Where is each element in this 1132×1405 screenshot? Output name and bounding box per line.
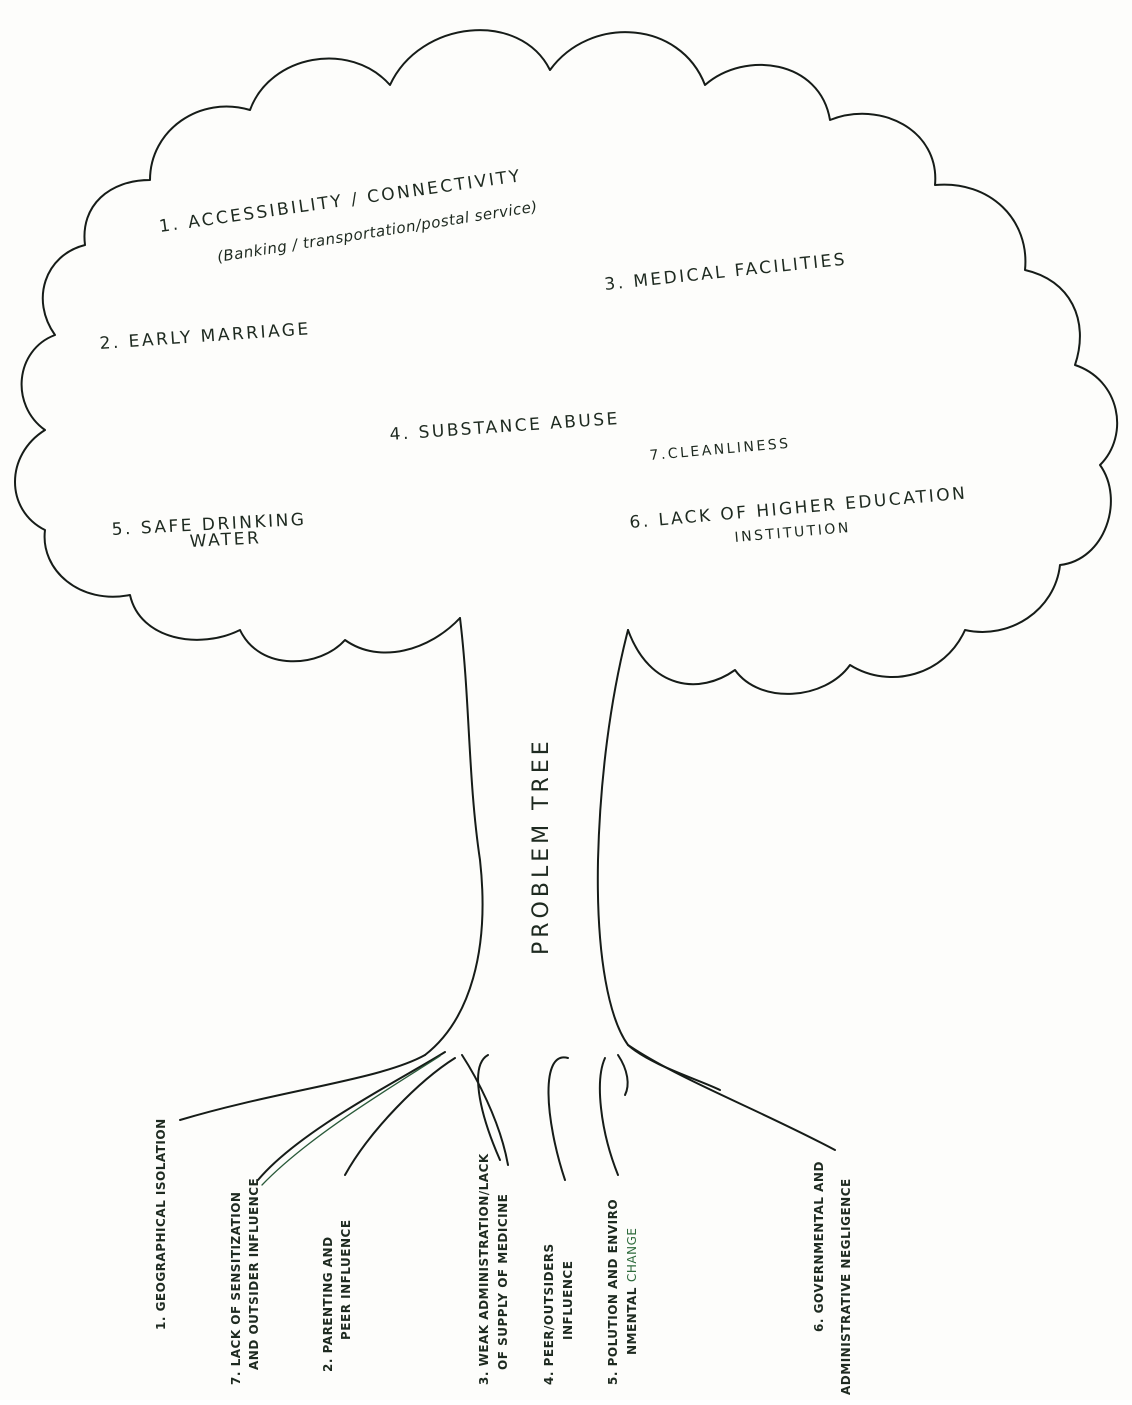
root-pollution-outer: [617, 1054, 629, 1096]
cause-parenting: 2. PARENTING AND: [321, 1236, 335, 1372]
cause-governmental: 6. GOVERNMENTAL AND: [812, 1161, 826, 1332]
cause-lack-of-sensitization-line2: AND OUTSIDER INFLUENCE: [247, 1178, 261, 1370]
problem-substance-abuse: 4. SUBSTANCE ABUSE: [389, 409, 621, 445]
root-weak-administration-inner: [477, 1054, 501, 1161]
trunk-title: PROBLEM TREE: [529, 737, 554, 955]
cause-weak-administration-line2: OF SUPPLY OF MEDICINE: [496, 1194, 510, 1370]
cause-parenting-line2: PEER INFLUENCE: [339, 1219, 353, 1340]
problem-early-marriage: 2. EARLY MARRIAGE: [99, 319, 311, 354]
cause-weak-administration: 3. WEAK ADMINISTRATION/LACK: [477, 1153, 491, 1385]
trunk-right-edge: [596, 629, 721, 1091]
root-peer-outsiders: [547, 1056, 569, 1181]
root-weak-administration: [461, 1054, 509, 1166]
trunk-left-edge: [424, 617, 484, 1056]
problem-medical-facilities: 3. MEDICAL FACILITIES: [603, 250, 848, 295]
root-lack-of-sensitization-green: [261, 1055, 441, 1186]
crown-problems: 1. ACCESSIBILITY / CONNECTIVITY (Banking…: [99, 166, 968, 552]
cause-peer-outsiders-line2: INFLUENCE: [561, 1261, 575, 1340]
root-lack-of-sensitization: [257, 1051, 446, 1181]
root-governmental: [627, 1044, 836, 1151]
problem-cleanliness: 7.CLEANLINESS: [649, 436, 791, 464]
tree-crown-outline: [14, 29, 1119, 695]
root-pollution: [598, 1057, 619, 1176]
problem-safe-drinking-water-line2: WATER: [189, 528, 262, 552]
cause-peer-outsiders: 4. PEER/OUTSIDERS: [542, 1243, 556, 1385]
cause-pollution-change: CHANGE: [625, 1228, 639, 1282]
root-parenting-peer: [344, 1057, 456, 1176]
root-causes: 1. GEOGRAPHICAL ISOLATION 7. LACK OF SEN…: [154, 1118, 853, 1395]
cause-geographical-isolation: 1. GEOGRAPHICAL ISOLATION: [154, 1118, 168, 1330]
problem-higher-education-line2: INSTITUTION: [734, 520, 852, 546]
cause-lack-of-sensitization: 7. LACK OF SENSITIZATION: [229, 1192, 243, 1385]
cause-pollution: 5. POLUTION AND ENVIRO: [606, 1199, 620, 1385]
cause-governmental-line2: ADMINISTRATIVE NEGLIGENCE: [839, 1178, 853, 1395]
root-geographical-isolation: [179, 1054, 426, 1121]
cause-pollution-line2: NMENTAL: [625, 1287, 639, 1355]
